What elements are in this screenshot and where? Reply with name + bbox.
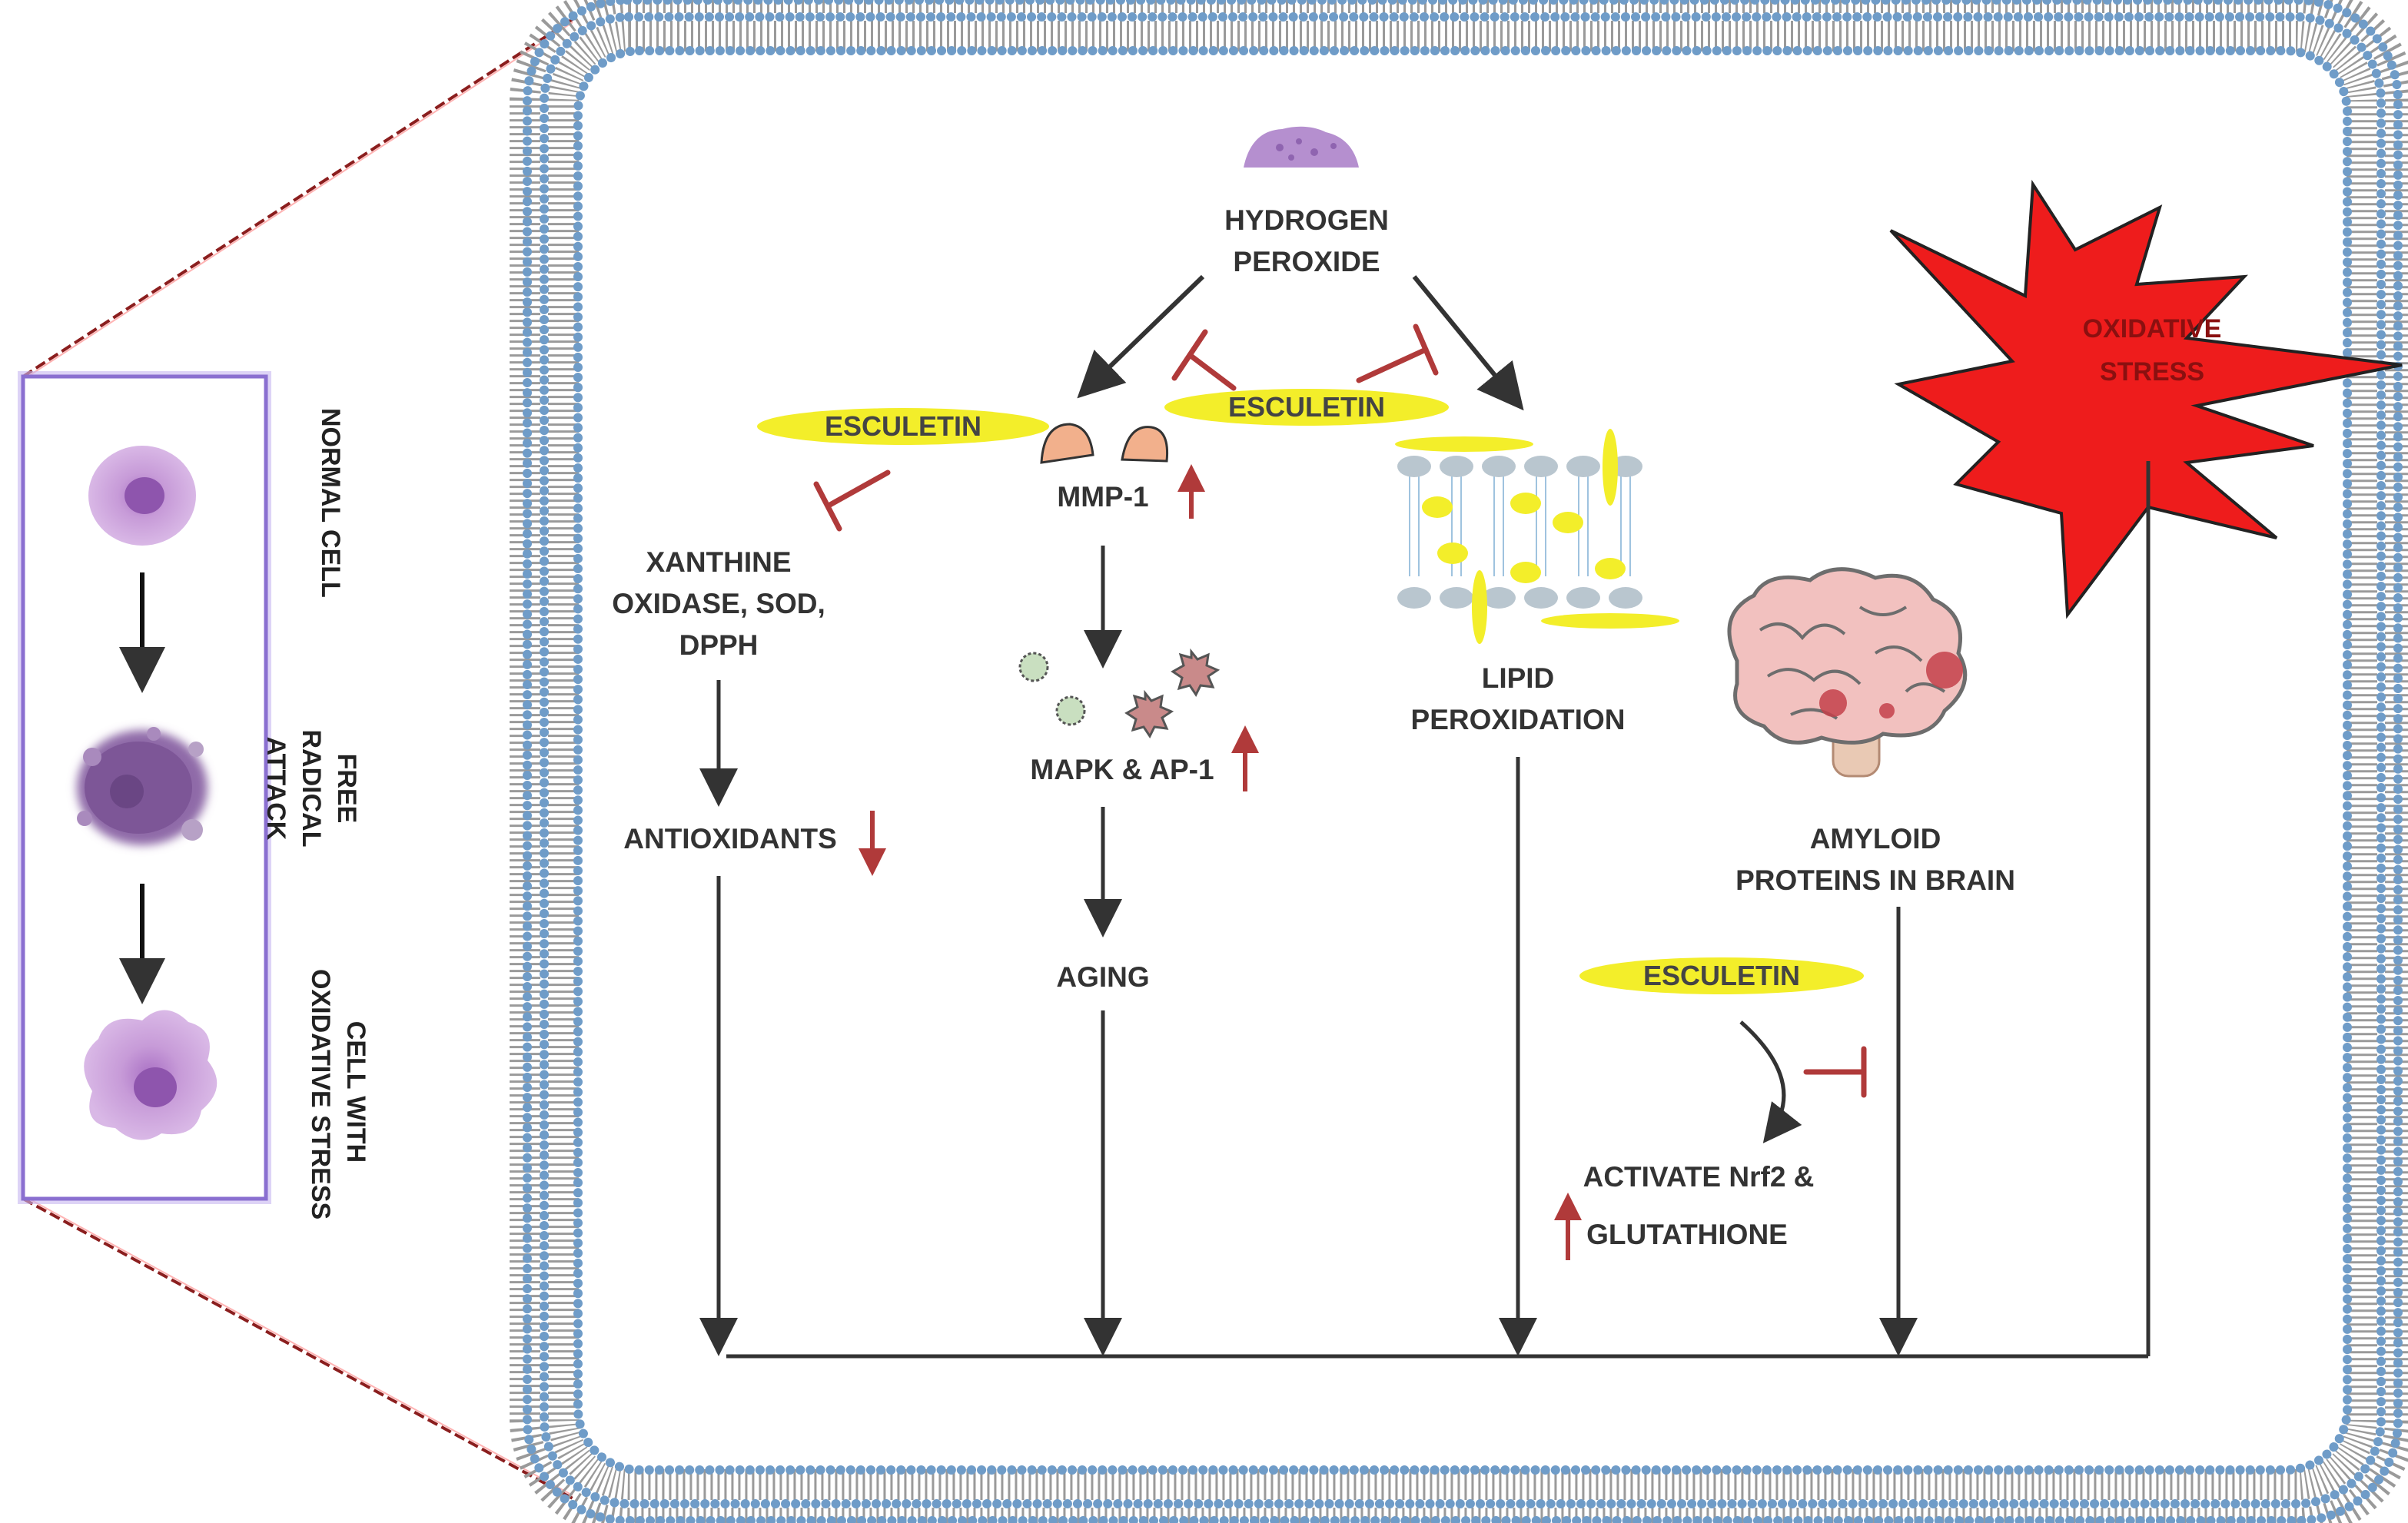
cell-with-oxidative-stress-label: CELL WITH OXIDATIVE STRESS [303,969,374,1220]
hydrogen-peroxide-line2: PEROXIDE [1233,246,1380,277]
cell-membrane [510,0,2408,1523]
pathway-arrows [699,461,2151,1359]
inhibit-esculetin-to-amyloid [1803,1046,1867,1098]
mapk-label: MAPK & AP-1 [1030,754,1214,785]
glutathione-label: GLUTATHIONE [1586,1219,1788,1250]
inhibit-esculetin-to-h2o2-left [1171,329,1237,391]
esculetin-left-label: ESCULETIN [824,410,981,442]
lipid-peroxidation-label: LIPID PEROXIDATION [1383,658,1652,741]
esculetin-left-ellipse [757,408,1049,445]
cell-with-line: CELL WITH [341,1020,370,1163]
esculetin-bottom-ellipse [1579,957,1864,994]
mmp1-icon [1040,423,1169,464]
arrow-h2o2-to-lipid [1412,275,1524,411]
esculetin-center-ellipse [1164,389,1449,426]
free-radical-attacked-cell-icon [77,727,208,845]
hydrogen-peroxide-label: HYDROGEN PEROXIDE [1184,200,1430,283]
arrow-h2o2-to-mmp1 [1077,274,1205,399]
xanthine-label: XANTHINE OXIDASE, SOD, DPPH [592,542,845,666]
lipid-bilayer-icon [1395,429,1679,644]
xanthine-line2: OXIDASE, SOD, [612,588,825,619]
activate-nrf2-label: ACTIVATE Nrf2 & [1583,1161,1815,1193]
xanthine-line1: XANTHINE [646,546,792,578]
esculetin-bottom-label: ESCULETIN [1642,960,1800,991]
oxidative-stress-line1: OXIDATIVE [2082,314,2222,343]
oxidative-stress-line2: STRESS [2099,357,2205,387]
amyloid-label: AMYLOID PROTEINS IN BRAIN [1714,818,2037,901]
mapk-particles-icon [1018,648,1221,738]
lipid-line1: LIPID [1481,662,1555,694]
oxidative-stress-line: OXIDATIVE STRESS [306,969,335,1220]
esculetin-center-label: ESCULETIN [1227,391,1385,423]
oxidative-stress-label: OXIDATIVE STRESS [2044,307,2260,393]
xanthine-line3: DPPH [679,629,759,661]
free-radical-attack-label: FREE RADICAL ATTACK [261,729,361,848]
normal-cell-icon [88,446,196,546]
amyloid-line2: PROTEINS IN BRAIN [1735,864,2015,896]
brain-icon [1727,567,1968,778]
hydrogen-peroxide-line1: HYDROGEN [1224,204,1389,236]
inhibit-esculetin-to-xanthine [813,470,891,532]
amyloid-line1: AMYLOID [1809,823,1941,854]
mmp1-label: MMP-1 [1057,481,1149,513]
inhibit-esculetin-to-h2o2-right [1356,324,1439,383]
aging-label: AGING [1056,961,1150,993]
hydrogen-peroxide-icon [1244,126,1359,168]
indicator-arrows [859,464,1582,1260]
antioxidants-label: ANTIOXIDANTS [623,823,837,854]
lipid-line2: PEROXIDATION [1410,704,1626,735]
oxidative-stress-cell-icon [84,1010,218,1140]
starburst-icon [1889,179,2403,619]
normal-cell-label: NORMAL CELL [316,408,345,598]
zoom-connector-lines [22,18,574,1500]
